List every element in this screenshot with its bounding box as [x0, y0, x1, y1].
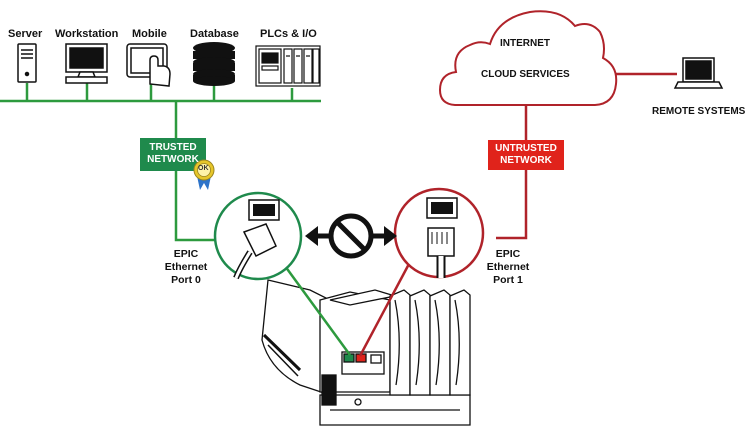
untrusted-line1: UNTRUSTED — [495, 143, 557, 154]
server-icon — [17, 43, 37, 83]
blocked-connection-icon — [305, 213, 397, 259]
untrusted-network-label: UNTRUSTED NETWORK — [488, 143, 564, 167]
workstation-icon — [65, 43, 108, 84]
mobile-icon — [126, 43, 171, 87]
port0-magnifier — [213, 191, 303, 281]
port1-label: EPIC Ethernet Port 1 — [480, 248, 536, 287]
port1-leader-line — [358, 261, 412, 357]
port1-line3: Port 1 — [493, 274, 523, 286]
remote-systems-label: REMOTE SYSTEMS — [652, 106, 746, 117]
ok-seal-icon — [193, 159, 215, 190]
port0-line2: Ethernet — [164, 261, 208, 273]
mobile-label: Mobile — [132, 28, 167, 40]
laptop-icon — [673, 57, 724, 89]
ok-seal-text: OK — [198, 165, 209, 172]
cloud-line1: INTERNET — [500, 38, 550, 49]
trusted-network-label: TRUSTED NETWORK — [140, 142, 206, 166]
untrusted-network-box — [488, 140, 564, 170]
port0-line3: Port 0 — [171, 274, 201, 286]
cloud-shape — [438, 10, 618, 106]
cloud-line2: CLOUD SERVICES — [481, 69, 570, 80]
database-icon — [193, 42, 235, 86]
trusted-network-lines — [0, 83, 321, 242]
plc-io-icon — [255, 45, 321, 87]
port1-line1: EPIC — [495, 248, 521, 260]
database-label: Database — [190, 28, 239, 40]
port0-label: EPIC Ethernet Port 0 — [160, 248, 212, 287]
port1-line2: Ethernet — [486, 261, 530, 273]
untrusted-line2: NETWORK — [500, 155, 552, 166]
workstation-label: Workstation — [55, 28, 119, 40]
trusted-line1: TRUSTED — [149, 142, 197, 153]
server-label: Server — [8, 28, 43, 40]
port0-line1: EPIC — [173, 248, 199, 260]
epic-controller — [261, 279, 471, 426]
plcs-label: PLCs & I/O — [260, 28, 317, 40]
port1-magnifier — [393, 187, 485, 279]
port0-leader-line — [283, 265, 352, 356]
trusted-line2: NETWORK — [147, 154, 199, 165]
